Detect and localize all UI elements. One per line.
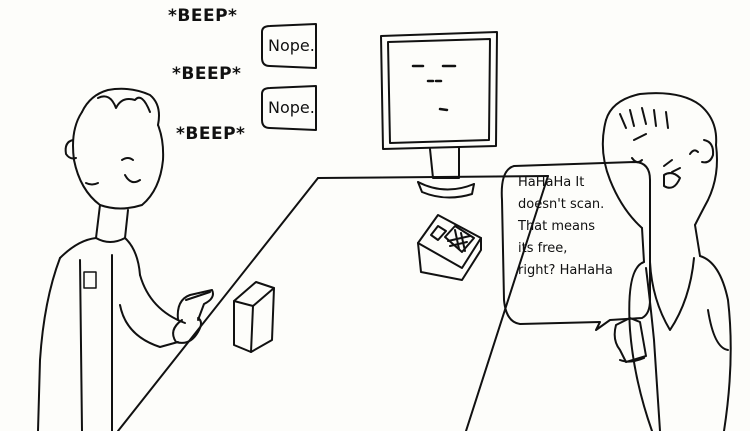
checkout-counter <box>117 175 549 431</box>
speech-line-3: That means <box>518 219 596 234</box>
register-reply-1: Nope. <box>268 36 315 55</box>
speech-line-2: doesn't scan. <box>518 197 605 212</box>
speech-line-1: HaHaHa It <box>518 175 585 190</box>
card-terminal <box>417 214 482 281</box>
speech-line-4: its free, <box>518 241 568 256</box>
register-reply-2: Nope. <box>268 98 315 117</box>
beep-sound-1: *BEEP* <box>168 6 238 26</box>
customer-speech-text: HaHaHa It doesn't scan. That means its f… <box>518 172 636 282</box>
nope-bubble-1 <box>261 23 317 69</box>
monitor-face <box>411 64 457 112</box>
beep-sound-3: *BEEP* <box>176 124 246 144</box>
speech-line-5: right? HaHaHa <box>518 263 613 278</box>
customer-speech-bubble <box>500 161 651 331</box>
beep-sound-2: *BEEP* <box>172 64 242 84</box>
cashier <box>37 87 214 431</box>
product-box <box>233 281 275 353</box>
nope-bubble-2 <box>261 85 317 131</box>
register-monitor <box>380 31 498 199</box>
